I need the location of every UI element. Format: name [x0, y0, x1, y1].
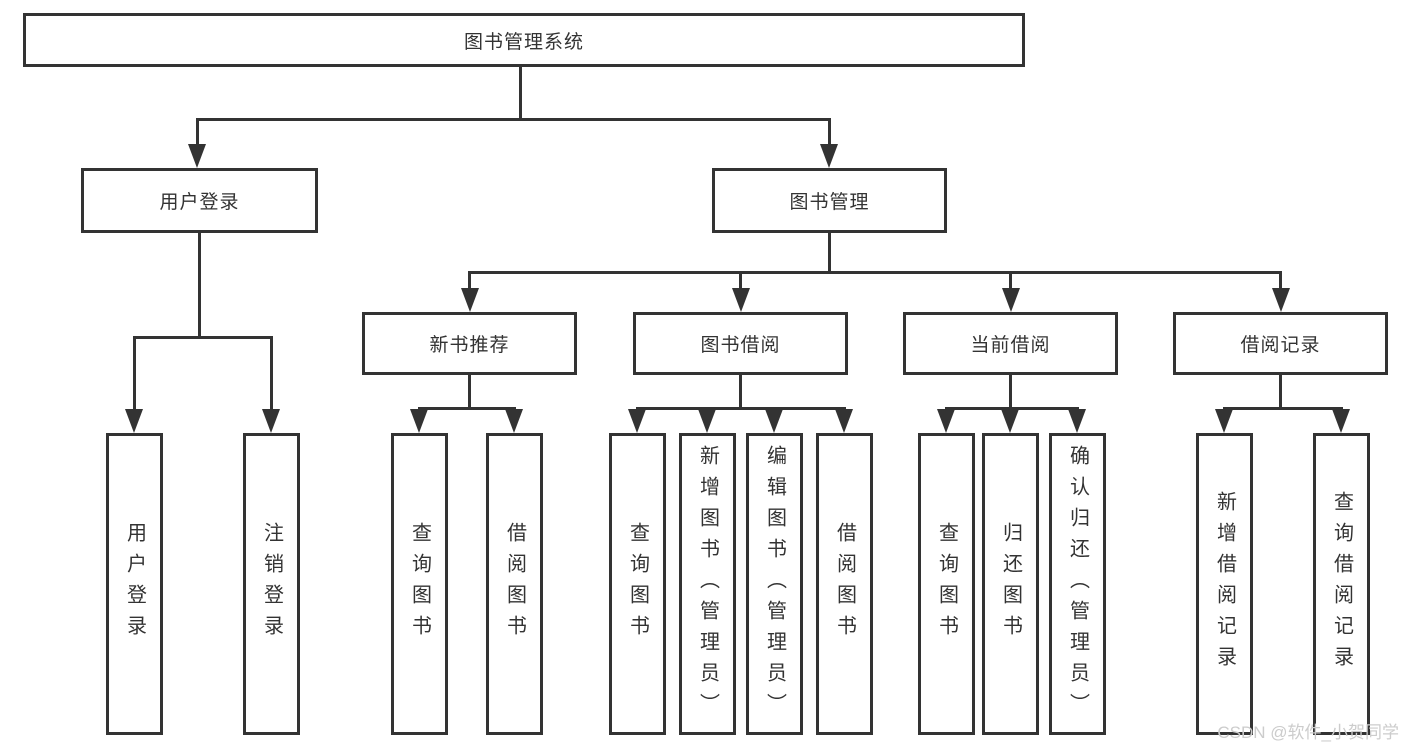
node-current-borrow-label: 当前借阅 [970, 335, 1051, 356]
connector-stem [468, 375, 471, 410]
node-book-management: 图书管理 [712, 168, 947, 233]
node-user-login-label: 用户登录 [159, 192, 240, 213]
leaf-query-books-2: 查询图书 [609, 433, 666, 735]
connector-drop [739, 271, 742, 290]
connector-drop [1009, 271, 1012, 290]
node-new-book-recommend: 新书推荐 [362, 312, 577, 375]
connector-user-login-stem [198, 233, 201, 339]
leaf-user-login: 用户登录 [106, 433, 163, 735]
connector-drop [270, 336, 273, 411]
node-borrow-records: 借阅记录 [1173, 312, 1388, 375]
leaf-label: 注销登录 [260, 522, 283, 646]
leaf-edit-books-admin: 编辑图书（管理员） [746, 433, 803, 735]
connector-root-hline [196, 118, 831, 121]
arrow-down-icon [410, 409, 428, 433]
node-borrow-records-label: 借阅记录 [1240, 335, 1321, 356]
leaf-label: 查询图书 [408, 522, 431, 646]
leaf-return-books: 归还图书 [982, 433, 1039, 735]
arrow-down-icon [937, 409, 955, 433]
leaf-label: 查询图书 [626, 522, 649, 646]
watermark: CSDN @软件_小贺同学 [1217, 723, 1399, 742]
leaf-label: 归还图书 [999, 522, 1022, 646]
connector-drop [196, 118, 199, 146]
node-user-login: 用户登录 [81, 168, 318, 233]
arrow-down-icon [1332, 409, 1350, 433]
connector-drop [1279, 271, 1282, 290]
node-root: 图书管理系统 [23, 13, 1025, 67]
leaf-label: 查询图书 [935, 522, 958, 646]
connector-hline [636, 407, 846, 410]
arrow-down-icon [262, 409, 280, 433]
node-book-borrow: 图书借阅 [633, 312, 848, 375]
leaf-label: 新增借阅记录 [1213, 491, 1236, 677]
arrow-down-icon [765, 409, 783, 433]
leaf-borrow-books-1: 借阅图书 [486, 433, 543, 735]
arrow-down-icon [835, 409, 853, 433]
arrow-down-icon [188, 144, 206, 168]
connector-hline [1223, 407, 1343, 410]
connector-book-mgmt-stem [828, 233, 831, 274]
node-new-book-recommend-label: 新书推荐 [429, 335, 510, 356]
arrow-down-icon [505, 409, 523, 433]
leaf-label: 借阅图书 [503, 522, 526, 646]
arrow-down-icon [698, 409, 716, 433]
connector-hline [945, 407, 1079, 410]
connector-hline [418, 407, 516, 410]
arrow-down-icon [125, 409, 143, 433]
leaf-label: 用户登录 [123, 522, 146, 646]
leaf-add-borrow-record: 新增借阅记录 [1196, 433, 1253, 735]
leaf-label: 借阅图书 [833, 522, 856, 646]
connector-stem [739, 375, 742, 410]
leaf-query-borrow-record: 查询借阅记录 [1313, 433, 1370, 735]
leaf-confirm-return-admin: 确认归还（管理员） [1049, 433, 1106, 735]
leaf-label: 新增图书（管理员） [696, 444, 719, 724]
arrow-down-icon [1002, 288, 1020, 312]
node-book-borrow-label: 图书借阅 [700, 335, 781, 356]
arrow-down-icon [628, 409, 646, 433]
connector-stem [1279, 375, 1282, 410]
connector-user-login-hline [133, 336, 273, 339]
leaf-query-books-3: 查询图书 [918, 433, 975, 735]
arrow-down-icon [1001, 409, 1019, 433]
arrow-down-icon [1272, 288, 1290, 312]
arrow-down-icon [461, 288, 479, 312]
connector-book-mgmt-hline [469, 271, 1282, 274]
node-root-label: 图书管理系统 [463, 31, 584, 53]
connector-drop [468, 271, 471, 290]
connector-root-stem [519, 67, 522, 121]
arrow-down-icon [1068, 409, 1086, 433]
leaf-borrow-books-2: 借阅图书 [816, 433, 873, 735]
leaf-label: 编辑图书（管理员） [763, 444, 786, 724]
leaf-label: 查询借阅记录 [1330, 491, 1353, 677]
connector-stem [1009, 375, 1012, 410]
connector-drop [133, 336, 136, 411]
arrow-down-icon [732, 288, 750, 312]
leaf-logout: 注销登录 [243, 433, 300, 735]
node-book-management-label: 图书管理 [789, 192, 870, 213]
arrow-down-icon [820, 144, 838, 168]
connector-drop [828, 118, 831, 146]
leaf-query-books-1: 查询图书 [391, 433, 448, 735]
leaf-label: 确认归还（管理员） [1066, 444, 1089, 724]
node-current-borrow: 当前借阅 [903, 312, 1118, 375]
leaf-add-books-admin: 新增图书（管理员） [679, 433, 736, 735]
arrow-down-icon [1215, 409, 1233, 433]
